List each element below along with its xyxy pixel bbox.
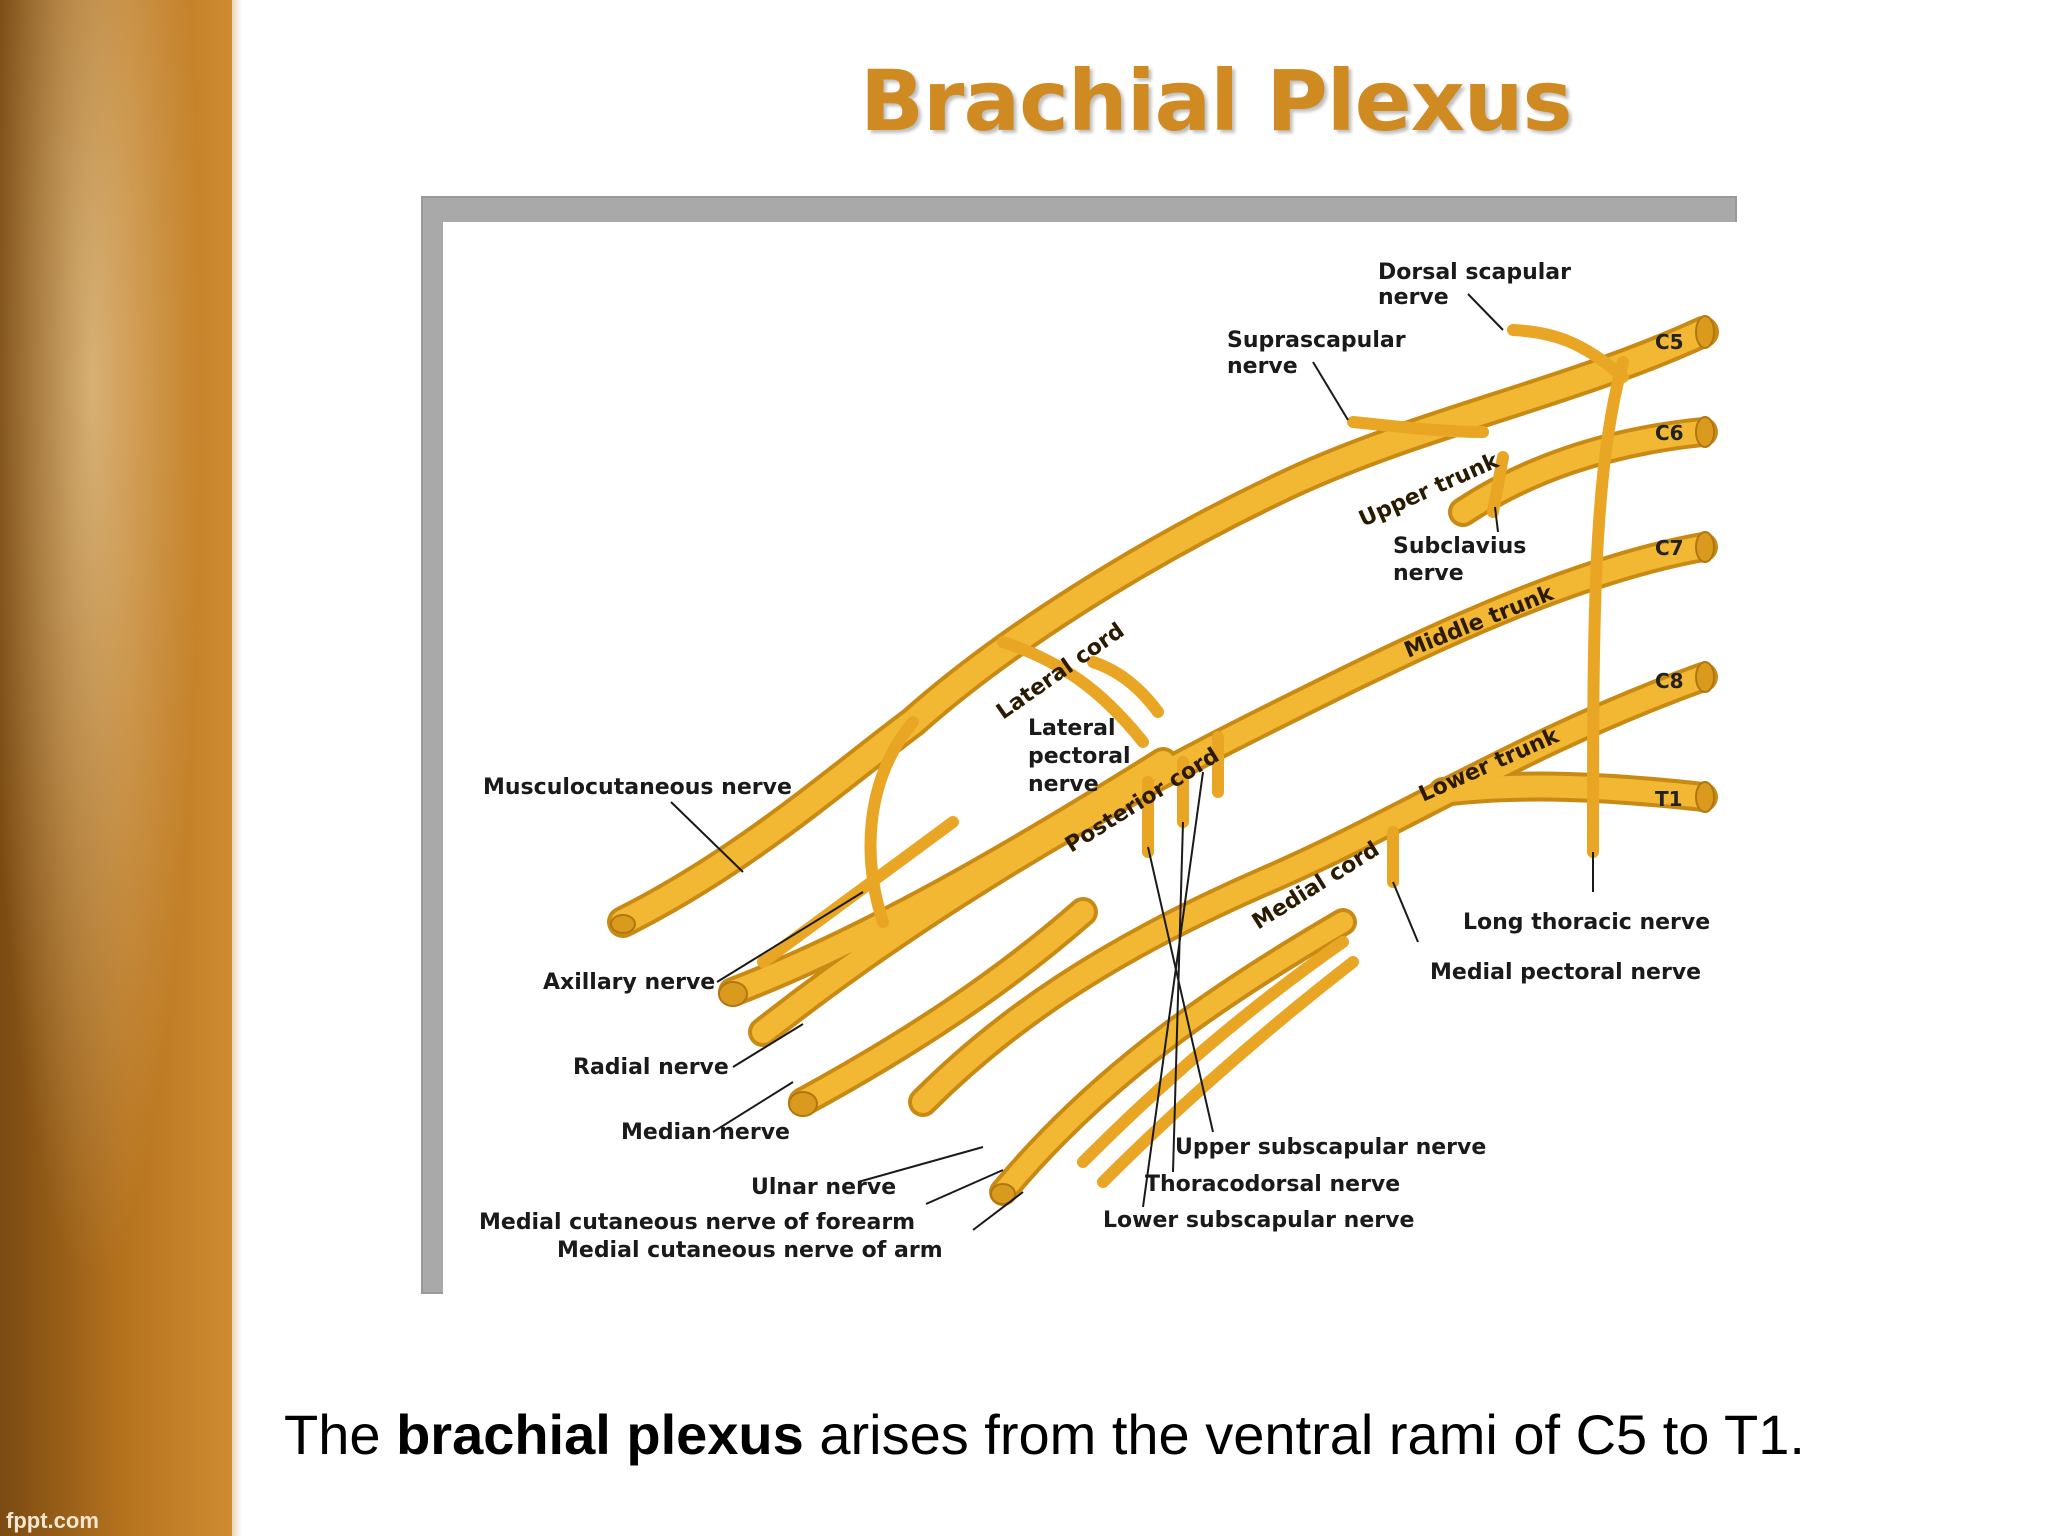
brachial-plexus-diagram: C5 C6 C7 C8 T1 Upper trunk Middle trunk … [443, 222, 1737, 1294]
middle-trunk-posterior-cord [752, 536, 1714, 1043]
root-label-c8: C8 [1655, 669, 1684, 693]
posterior-division-branch [997, 636, 1149, 748]
leader-medial-pectoral [1392, 881, 1419, 943]
label-long-thoracic: Long thoracic nerve [1463, 910, 1710, 935]
label-med-cut-arm: Medial cutaneous nerve of arm [557, 1238, 943, 1263]
root-label-c6: C6 [1655, 421, 1684, 445]
label-lateral-pectoral-1: Lateral [1028, 716, 1116, 741]
t1-root [1432, 775, 1714, 808]
label-lateral-pectoral-3: nerve [1028, 772, 1099, 797]
upper-trunk-lateral-cord [611, 320, 1715, 934]
c6-end [1695, 416, 1715, 448]
leader-dorsal-scapular [1467, 293, 1504, 331]
dorsal-scapular-branch [1507, 324, 1629, 383]
nerve-branches [757, 324, 1629, 1188]
suprascapular-branch [1347, 416, 1489, 438]
leader-med-cut-arm [972, 1191, 1024, 1231]
label-musculocutaneous: Musculocutaneous nerve [483, 775, 792, 800]
nerve-ends [610, 315, 1715, 1205]
radial-end [718, 981, 748, 1007]
caption-prefix: The [284, 1403, 397, 1466]
leader-ulnar [857, 1146, 984, 1183]
leader-med-cut-forearm [925, 1169, 1004, 1205]
brand-logo-text: fppt.com [6, 1508, 99, 1533]
t1-end [1695, 781, 1715, 813]
label-suprascapular-1: Suprascapular [1227, 328, 1406, 353]
leader-suprascapular [1312, 361, 1349, 421]
leader-thoracodorsal [1172, 821, 1184, 1173]
ulnar-end [990, 1183, 1016, 1205]
leader-musculocutaneous [670, 801, 744, 873]
c6-root [1452, 421, 1714, 523]
lower-trunk-medial-cord [912, 666, 1714, 1113]
leader-upper-subscapular [1147, 846, 1214, 1133]
label-dorsal-scapular-2: nerve [1378, 285, 1449, 310]
leader-subclavius [1494, 506, 1499, 533]
label-lateral-pectoral-2: pectoral [1028, 744, 1131, 769]
median-nerve [792, 901, 1094, 1113]
label-upper-subscapular: Upper subscapular nerve [1175, 1135, 1486, 1160]
slide-caption: The brachial plexus arises from the vent… [284, 1402, 1805, 1467]
radial-nerve [722, 751, 1174, 1003]
median-end [788, 1091, 818, 1117]
c8-end [1695, 661, 1715, 693]
label-suprascapular-2: nerve [1227, 354, 1298, 379]
leader-axillary [716, 891, 864, 983]
c7-end [1695, 531, 1715, 563]
leader-lines [670, 293, 1594, 1231]
root-label-c7: C7 [1655, 536, 1684, 560]
label-ulnar: Ulnar nerve [751, 1175, 896, 1200]
caption-suffix: arises from the ventral rami of C5 to T1… [803, 1403, 1805, 1466]
leader-median [712, 1081, 794, 1133]
lateral-pectoral-branch [1087, 656, 1164, 718]
skeleton-image [0, 0, 232, 1536]
subclavius-branch [1487, 451, 1509, 518]
sidebar-divider [232, 0, 242, 1536]
label-med-cut-forearm: Medial cutaneous nerve of forearm [479, 1210, 915, 1235]
label-median: Median nerve [621, 1120, 790, 1145]
c5-end [1695, 315, 1715, 349]
leader-lower-subscapular [1142, 771, 1204, 1208]
label-lower-subscapular: Lower subscapular nerve [1103, 1208, 1414, 1233]
label-radial: Radial nerve [573, 1055, 729, 1080]
leader-radial [732, 1023, 804, 1068]
root-label-c5: C5 [1655, 330, 1684, 354]
med-cut-forearm-branch [1077, 936, 1349, 1168]
musculocutaneous-end [610, 914, 636, 934]
axillary-branch [757, 816, 959, 968]
label-subclavius-1: Subclavius [1393, 534, 1526, 559]
trunk-label-middle: Middle trunk [1401, 581, 1558, 664]
label-medial-pectoral: Medial pectoral nerve [1430, 960, 1701, 985]
med-cut-arm-branch [1097, 956, 1359, 1188]
root-label-t1: T1 [1655, 787, 1683, 811]
label-dorsal-scapular-1: Dorsal scapular [1378, 260, 1571, 285]
label-thoracodorsal: Thoracodorsal nerve [1145, 1172, 1400, 1197]
diagram-svg: C5 C6 C7 C8 T1 Upper trunk Middle trunk … [479, 260, 1719, 1263]
label-subclavius-2: nerve [1393, 561, 1464, 586]
long-thoracic-branch [1587, 356, 1629, 858]
caption-bold-term: brachial plexus [396, 1403, 804, 1466]
label-axillary: Axillary nerve [543, 970, 715, 995]
slide-title: Brachial Plexus [860, 52, 1573, 150]
lateral-to-median-branch [864, 716, 919, 928]
